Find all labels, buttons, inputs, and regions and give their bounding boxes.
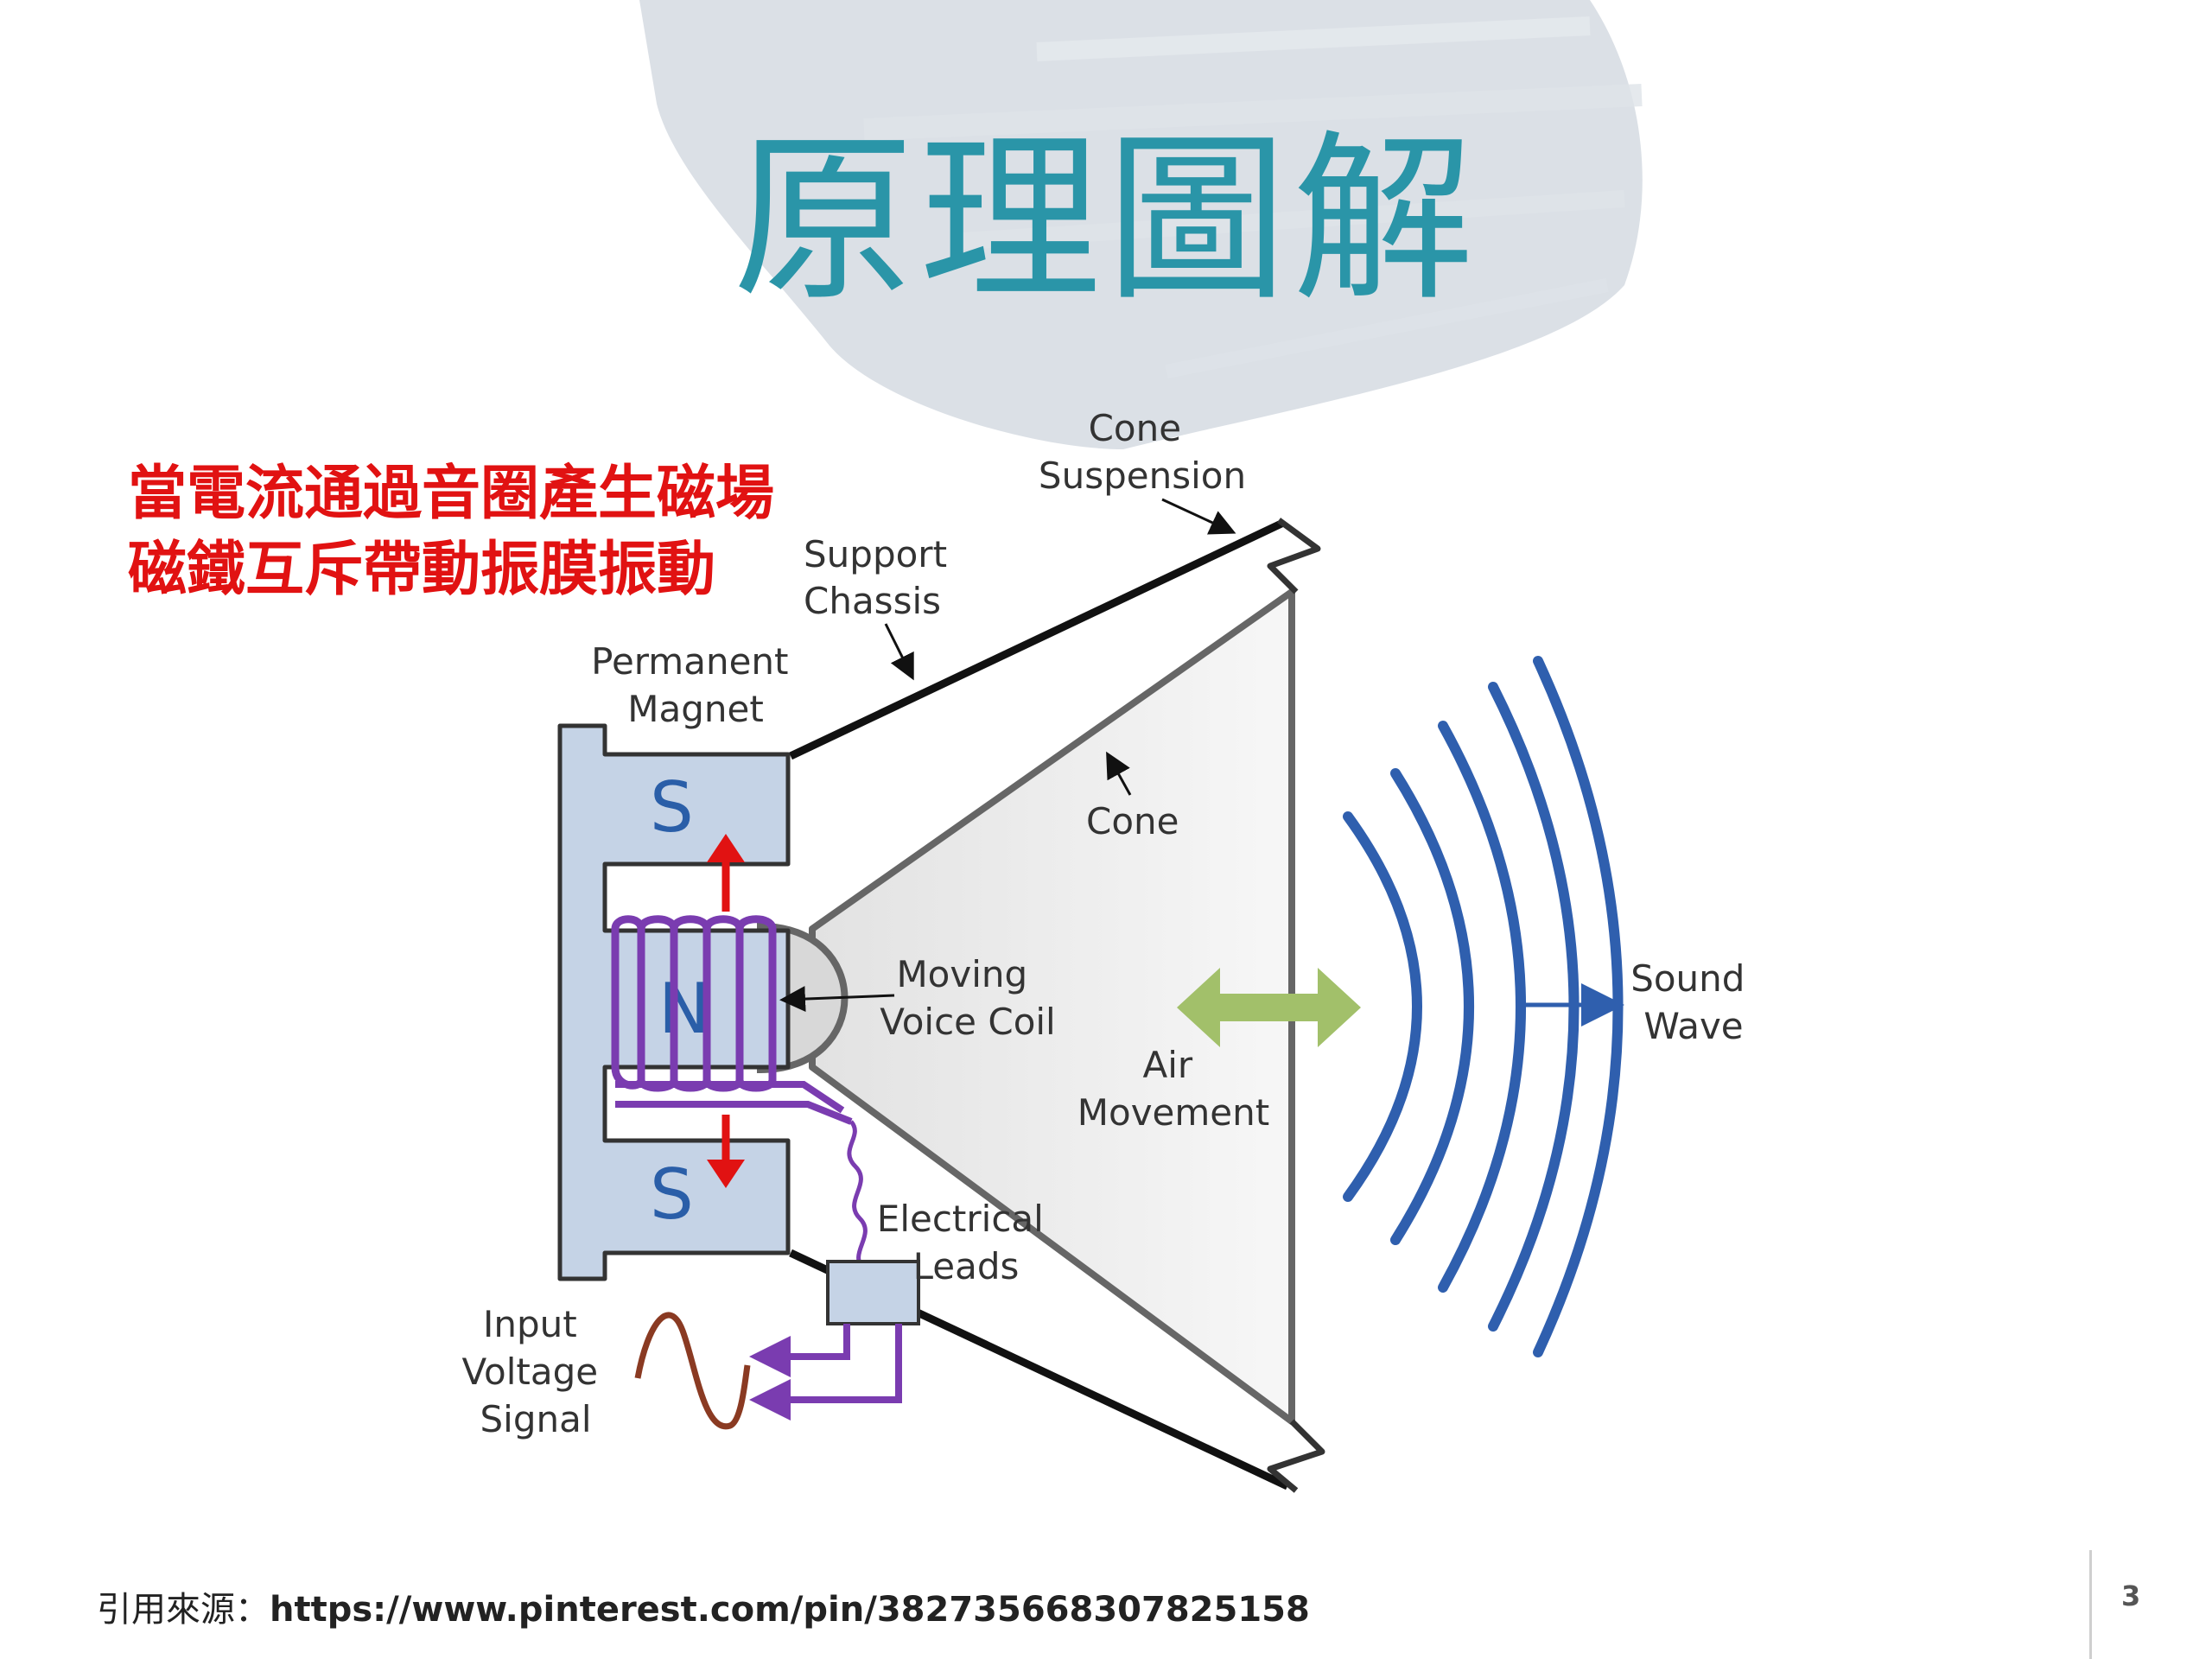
pointer-support-chassis xyxy=(884,623,914,681)
pole-s-bottom: S xyxy=(650,1154,694,1235)
terminal-block xyxy=(826,1260,920,1325)
label-support-chassis: Support Chassis xyxy=(804,533,958,622)
label-sound-wave: Sound Wave xyxy=(1630,957,1757,1047)
cone-suspension-top xyxy=(1267,518,1321,594)
source-label: 引用來源： xyxy=(97,1590,270,1630)
slide-title: 原理圖解 xyxy=(732,114,1479,326)
note-line-1: 當電流通過音圈產生磁場 xyxy=(128,460,775,528)
source-link[interactable]: https://www.pinterest.com/pin/3827356683… xyxy=(270,1590,1310,1630)
source-citation: 引用來源：https://www.pinterest.com/pin/38273… xyxy=(97,1581,1310,1631)
cone-suspension-bottom xyxy=(1267,1419,1325,1493)
pointer-cone-suspension xyxy=(1161,498,1236,535)
force-arrow-down xyxy=(707,1115,745,1188)
label-cone: Cone xyxy=(1086,800,1179,842)
pointer-cone xyxy=(1106,751,1132,796)
coil-lead-lower xyxy=(615,1101,853,1125)
label-cone-suspension: Cone Suspension xyxy=(1039,407,1246,497)
voice-coil xyxy=(611,915,777,1092)
label-input-voltage-signal: Input Voltage Signal xyxy=(462,1303,610,1440)
page-number: 3 xyxy=(2121,1580,2141,1612)
page-divider xyxy=(2089,1550,2092,1659)
label-electrical-leads: Electrical Leads xyxy=(877,1198,1055,1287)
pointer-voice-coil xyxy=(779,986,895,1013)
coil-lead-upper xyxy=(615,1081,845,1114)
label-moving-voice-coil: Moving Voice Coil xyxy=(880,953,1055,1043)
force-arrow-up xyxy=(707,834,745,912)
air-movement-arrow xyxy=(1177,968,1361,1047)
input-signal-wave xyxy=(634,1312,751,1430)
label-permanent-magnet: Permanent Magnet xyxy=(591,640,800,730)
pole-n-center: N xyxy=(658,969,710,1049)
brush-stroke-background xyxy=(639,0,1643,449)
support-chassis-top xyxy=(789,518,1285,760)
lead-to-signal-lower xyxy=(749,1324,902,1421)
label-air-movement: Air Movement xyxy=(1077,1044,1269,1134)
lead-to-signal-upper xyxy=(749,1324,850,1377)
note-line-2: 磁鐵互斥帶動振膜振動 xyxy=(128,536,716,604)
note-text: 當電流通過音圈產生磁場 磁鐵互斥帶動振膜振動 xyxy=(128,456,774,608)
pole-s-top: S xyxy=(650,767,694,848)
